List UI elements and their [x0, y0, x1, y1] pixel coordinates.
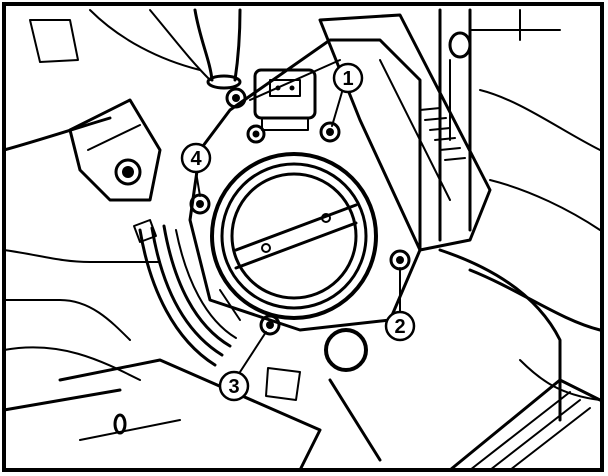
frame-border	[2, 2, 604, 472]
callout-1-circle	[332, 62, 364, 94]
callout-3-circle	[218, 370, 250, 402]
callout-2-circle	[384, 310, 416, 342]
callout-3: 3	[218, 331, 267, 402]
callout-3-label: 3	[228, 376, 239, 398]
callout-2-label: 2	[394, 316, 405, 338]
callout-2: 2	[384, 267, 416, 342]
callout-4: 4	[180, 142, 212, 197]
callout-1: 1	[331, 62, 364, 127]
engine-bay-background	[2, 8, 602, 422]
top-hose	[193, 8, 242, 90]
electrical-connector	[253, 68, 317, 131]
left-bracket	[68, 98, 162, 202]
throttle-bore	[210, 152, 378, 320]
throttle-plate	[234, 203, 358, 270]
callout-1-label: 1	[342, 68, 353, 90]
callout-4-label: 4	[190, 148, 202, 170]
throttle-control-module	[318, 13, 492, 252]
callout-4-circle	[180, 142, 212, 174]
return-spring-assembly	[133, 219, 237, 367]
